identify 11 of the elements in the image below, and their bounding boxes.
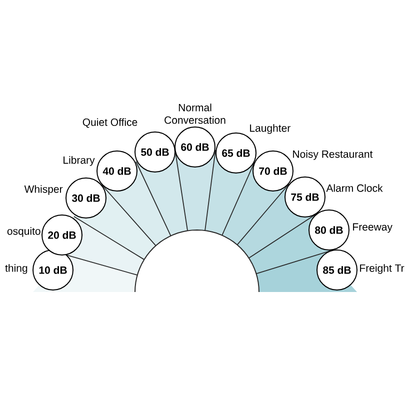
sound-label: Laughter — [250, 124, 290, 134]
sound-label: Whisper — [24, 185, 63, 195]
sound-label: Normal Conversation — [164, 104, 226, 124]
sound-label: Freeway — [353, 223, 392, 233]
sound-label: Noisy Restaurant — [293, 150, 373, 160]
sound-label: osquito — [7, 227, 40, 237]
sound-label: Freight Tr — [360, 264, 404, 274]
sound-label: Alarm Clock — [326, 184, 383, 192]
sound-label: Library — [64, 156, 95, 166]
sound-label: thing — [5, 264, 28, 274]
sound-label: Quiet Office — [82, 118, 138, 128]
